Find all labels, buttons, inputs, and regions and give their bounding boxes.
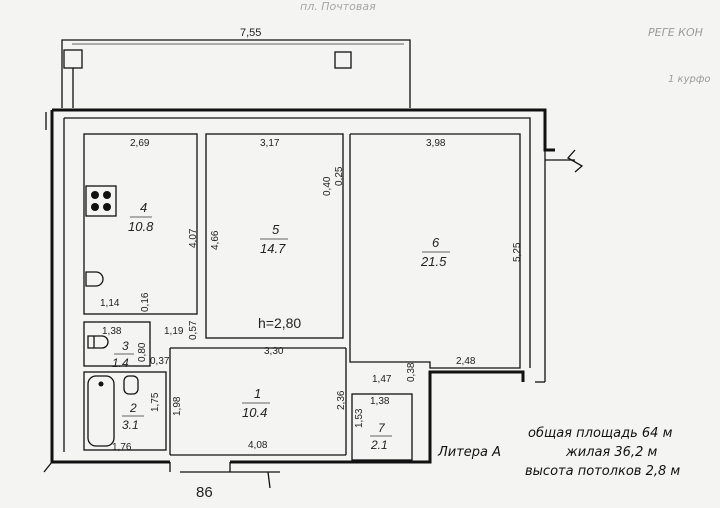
room-number: 1 (254, 386, 261, 401)
dimension-labels: 2,69 3,17 3,98 4,07 4,66 5,25 0,40 0,25 … (100, 138, 523, 453)
dim-hall-dim: 0,37 (150, 356, 170, 367)
living-area-label: жилая 36,2 м (565, 445, 657, 460)
dim-room6-bottom: 2,48 (456, 356, 476, 367)
toilet-icon (87, 335, 109, 349)
room-3: 3 1.4 (112, 339, 134, 370)
room-area: 21.5 (420, 254, 447, 269)
summary-block: Литера А общая площадь 64 м жилая 36,2 м… (437, 426, 680, 479)
dim-room6-door2: 0,25 (334, 166, 345, 186)
dim-bath-width: 1,76 (112, 442, 132, 453)
dim-bath-height2: 1,98 (172, 396, 183, 416)
room-5: 5 14.7 (260, 222, 288, 256)
total-area-label: общая площадь 64 м (528, 426, 673, 441)
dim-wc-dim: 1,19 (164, 326, 184, 337)
room-number: 6 (432, 235, 440, 250)
dim-room4-sink: 1,14 (100, 298, 120, 309)
balcony-width-dim: 7,55 (240, 27, 261, 39)
stove-icon (85, 185, 117, 217)
dim-room4-top: 2,69 (130, 138, 150, 149)
dim-room5-top: 3,17 (260, 138, 280, 149)
room-area: 10.8 (128, 219, 154, 234)
dim-room5-height: 4,66 (210, 230, 221, 250)
dim-step-width: 1,47 (372, 374, 392, 385)
dim-room4-height: 4,07 (188, 228, 199, 248)
ceiling-height-summary: высота потолков 2,8 м (525, 464, 680, 479)
street-label: пл. Почтовая (300, 0, 376, 13)
room-area: 1.4 (112, 356, 129, 370)
dim-hall-wall: 0,80 (137, 342, 148, 362)
corner-label-2: 1 курфо (668, 74, 711, 85)
dim-wc-door: 0,57 (188, 320, 199, 340)
room-area: 10.4 (242, 405, 267, 420)
room-2: 2 3.1 (122, 401, 144, 432)
litera-label: Литера А (437, 445, 501, 460)
dim-hall-height: 2,36 (336, 390, 347, 410)
dim-wc-width: 1,38 (102, 326, 122, 337)
room-7: 7 2.1 (370, 421, 392, 452)
dim-room6-top: 3,98 (426, 138, 446, 149)
room-1: 1 10.4 (242, 386, 270, 420)
dim-room7-width: 1,38 (370, 396, 390, 407)
footer-number: 86 (196, 484, 213, 501)
ceiling-height-label: h=2,80 (258, 315, 301, 331)
room-number: 7 (378, 421, 386, 435)
dim-hall-bottom: 4,08 (248, 440, 268, 451)
bathtub-icon (87, 375, 139, 447)
dim-step-wall: 0,38 (406, 362, 417, 382)
balcony: 7,55 (61, 27, 411, 108)
corner-label: РЕГЕ КОН (648, 26, 703, 39)
interior-walls (83, 108, 521, 461)
room-number: 3 (122, 339, 129, 353)
room-number: 4 (140, 200, 147, 215)
room-number: 5 (272, 222, 280, 237)
sink-icon (85, 271, 104, 287)
dim-room4-wall: 0,16 (140, 292, 151, 312)
room-area: 2.1 (370, 438, 388, 452)
room-area: 3.1 (122, 418, 139, 432)
dim-room6-door: 0,40 (322, 176, 333, 196)
dim-bath-height: 1,75 (150, 392, 161, 412)
room-area: 14.7 (260, 241, 286, 256)
room-number: 2 (129, 401, 137, 415)
room-6: 6 21.5 (420, 235, 450, 269)
dim-room7-height: 1,53 (354, 408, 365, 428)
dim-room6-height: 5,25 (512, 242, 523, 262)
dim-room5-bottom: 3,30 (264, 346, 284, 357)
room-4: 4 10.8 (128, 200, 154, 234)
